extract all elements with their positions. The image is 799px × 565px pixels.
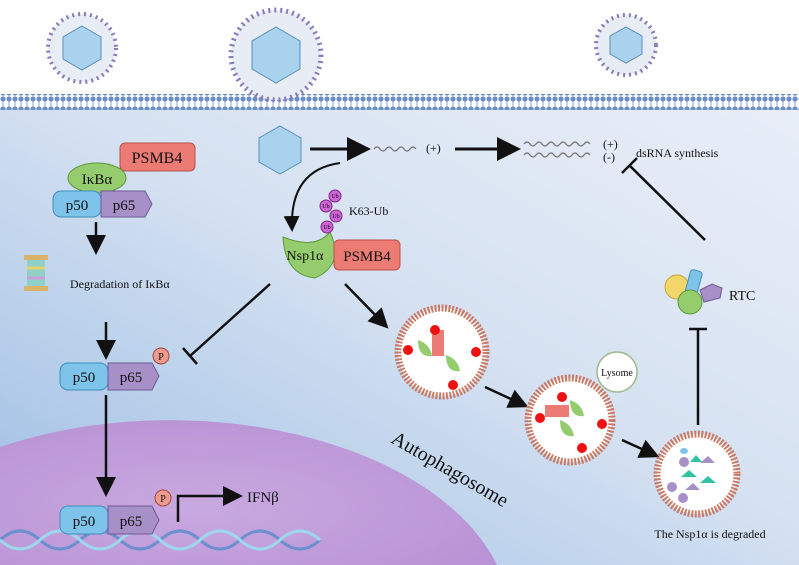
rtc-label: RTC — [729, 289, 755, 304]
arrow — [484, 385, 529, 408]
inhibition-line — [621, 157, 706, 241]
minus-strand-label: (-) — [603, 150, 615, 164]
proteasome-spool-icon — [24, 255, 48, 291]
ikba-label: IκBα — [82, 172, 113, 188]
ub-label: Ub — [322, 204, 329, 210]
ub-label: Ub — [332, 214, 339, 220]
p50-label: p50 — [73, 514, 96, 530]
nuclear-nfkb-complex: p50 p65 P — [59, 489, 172, 535]
lysome-label: Lysome — [601, 368, 633, 379]
p50-label: p50 — [73, 370, 96, 386]
transcription-arrow — [176, 486, 243, 522]
p65-label: p65 — [113, 198, 136, 214]
inhibition-line — [689, 327, 707, 425]
inhibition-line — [182, 283, 271, 365]
rna-strand — [523, 141, 591, 147]
arrow — [344, 283, 389, 329]
ub-label: Ub — [331, 194, 338, 200]
ifnb-label: IFNβ — [247, 490, 279, 506]
ub-label: Ub — [323, 225, 330, 231]
phosphate-label: P — [160, 494, 166, 505]
nsp1a-label: Nsp1α — [287, 249, 325, 264]
rna-strand — [373, 146, 417, 152]
dna-helix — [0, 529, 322, 551]
k63-ub-label: K63-Ub — [349, 204, 388, 218]
lysosome: Lysome — [596, 351, 638, 393]
arrow — [621, 438, 660, 458]
psmb4-label: PSMB4 — [132, 150, 183, 167]
rtc-complex-icon — [664, 269, 723, 315]
plus-strand-label: (+) — [426, 141, 441, 155]
p65-label: p65 — [120, 370, 143, 386]
virus-icon — [594, 13, 658, 77]
phosphate-label: P — [158, 352, 164, 363]
psmb4-label: PSMB4 — [343, 249, 391, 265]
dsrna-synthesis-label: dsRNA synthesis — [636, 146, 719, 160]
curved-arrow — [283, 162, 341, 232]
p50-label: p50 — [66, 198, 89, 214]
p65-label: p65 — [120, 514, 143, 530]
plus-strand-label: (+) — [603, 137, 618, 151]
degradation-label: Degradation of IκBα — [70, 277, 170, 291]
virus-icon — [228, 7, 324, 103]
nsp1a-psmb4-complex: Nsp1α PSMB4 Ub Ub Ub Ub K63-Ub — [282, 189, 401, 279]
psmb4-ikba-nfkb-complex: PSMB4 IκBα p50 p65 — [52, 142, 196, 218]
virus-icon — [46, 12, 118, 84]
cell-membrane — [0, 94, 799, 110]
degraded-vesicle — [653, 430, 741, 518]
autophagosome — [394, 304, 490, 400]
phospho-nfkb-complex: p50 p65 P — [59, 347, 170, 391]
rna-strand — [523, 152, 591, 158]
virus-capsid-icon — [258, 125, 302, 175]
degraded-label: The Nsp1α is degraded — [654, 527, 765, 541]
ubiquitin-chain: Ub Ub Ub Ub — [319, 189, 343, 234]
autolysosome — [524, 374, 616, 466]
